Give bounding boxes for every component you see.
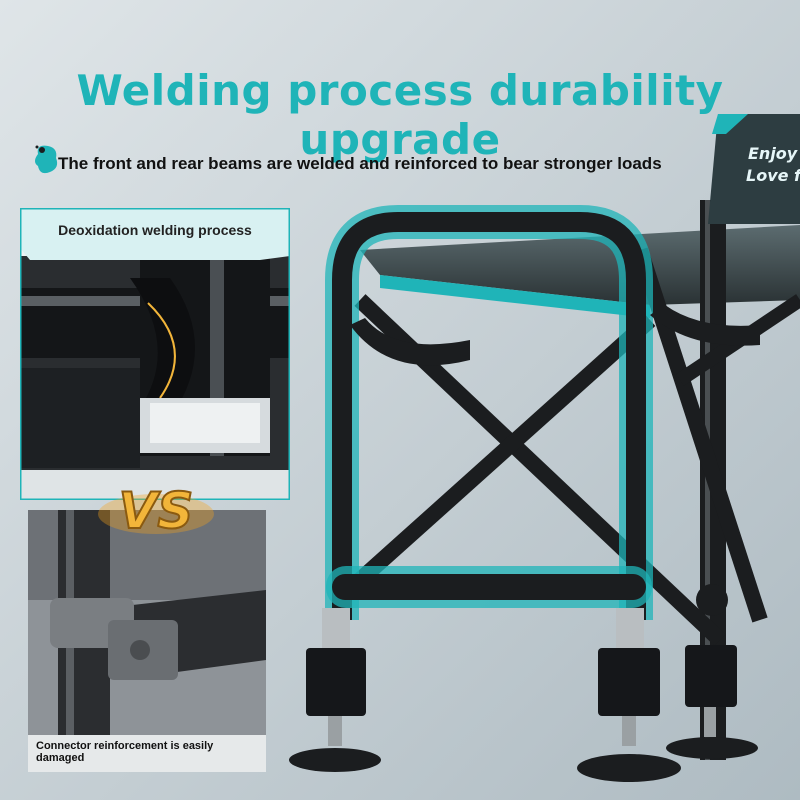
connector-closeup-panel: Connector reinforcement is easily damage… — [28, 510, 266, 772]
welding-closeup-panel: Deoxidation welding process — [20, 208, 290, 500]
subtitle-text: The front and rear beams are welded and … — [58, 154, 662, 173]
backrest-text-line1: Enjoy f — [748, 144, 800, 163]
page-title: Welding process durability upgrade — [76, 66, 724, 164]
backrest-panel: Enjoy f Love fis — [708, 114, 800, 224]
bad-process-label: Connector reinforcement is easily damage… — [36, 740, 214, 764]
brush-splash-icon — [35, 145, 58, 174]
backrest-text-line2: Love fis — [746, 166, 800, 185]
versus-badge: VS — [98, 481, 214, 541]
vs-text: VS — [119, 482, 194, 540]
good-process-label: Deoxidation welding process — [58, 222, 252, 238]
